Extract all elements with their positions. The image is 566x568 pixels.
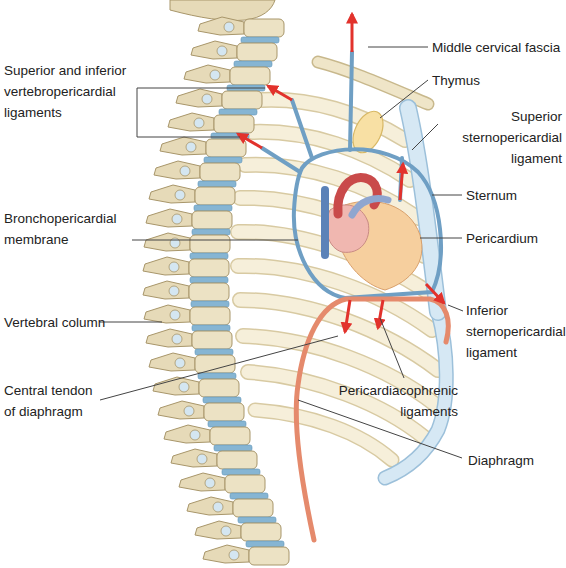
red-arrow bbox=[268, 86, 292, 100]
leader-line bbox=[100, 322, 162, 323]
sternum bbox=[408, 108, 438, 312]
disc bbox=[192, 325, 230, 331]
leader-line bbox=[100, 336, 338, 400]
red-arrow bbox=[345, 300, 350, 332]
disc bbox=[192, 229, 230, 235]
disc bbox=[208, 421, 246, 427]
vertebra bbox=[179, 473, 265, 493]
rib bbox=[255, 410, 392, 460]
vertebra bbox=[195, 521, 281, 541]
vertebral-column bbox=[143, 17, 289, 565]
clavicle bbox=[318, 62, 428, 104]
vertebra bbox=[144, 233, 230, 253]
ligament-band bbox=[350, 52, 352, 150]
vertebra bbox=[146, 329, 232, 349]
ligament-band bbox=[292, 100, 312, 158]
part-label: Pericardium bbox=[466, 228, 564, 249]
bracket bbox=[137, 88, 265, 137]
red-arrow bbox=[400, 164, 403, 200]
part-label: Pericardiacophrenic ligaments bbox=[338, 380, 458, 422]
disc bbox=[230, 493, 268, 499]
disc bbox=[246, 541, 284, 547]
part-label: Superior sternopericardial ligament bbox=[442, 106, 562, 169]
part-label: Central tendon of diaphragm bbox=[4, 380, 100, 422]
vertebra bbox=[158, 401, 244, 421]
part-label: Sternum bbox=[466, 185, 564, 206]
vertebra bbox=[187, 497, 273, 517]
red-arrow bbox=[238, 134, 262, 148]
vertebra bbox=[143, 257, 229, 277]
leader-lines bbox=[100, 47, 463, 458]
disc bbox=[238, 517, 276, 523]
part-label: Middle cervical fascia bbox=[432, 37, 566, 58]
vertebra bbox=[149, 353, 235, 373]
leader-line bbox=[380, 80, 428, 118]
disc bbox=[219, 109, 257, 115]
ligament-arrows bbox=[238, 14, 444, 332]
vertebra bbox=[143, 281, 229, 301]
diaphragm bbox=[296, 299, 448, 540]
vertebra bbox=[171, 449, 257, 469]
vertebra bbox=[164, 425, 250, 445]
leader-line bbox=[420, 238, 462, 239]
vertebra bbox=[203, 545, 289, 565]
rib bbox=[255, 410, 392, 460]
disc bbox=[234, 61, 272, 67]
vertebra bbox=[191, 41, 277, 61]
sternum bbox=[408, 108, 438, 312]
disc bbox=[198, 373, 236, 379]
leader-line bbox=[448, 305, 463, 311]
leader-line bbox=[432, 195, 462, 196]
disc bbox=[194, 205, 232, 211]
disc bbox=[241, 37, 279, 43]
part-label: Thymus bbox=[432, 70, 552, 91]
part-label: Inferior sternopericardial ligament bbox=[466, 300, 566, 363]
pulmonary-trunk bbox=[352, 199, 388, 215]
disc bbox=[198, 181, 236, 187]
disc bbox=[203, 397, 241, 403]
part-label: Vertebral column bbox=[4, 312, 124, 333]
disc bbox=[190, 253, 228, 259]
leader-line bbox=[380, 318, 404, 378]
vertebra bbox=[160, 137, 246, 157]
heart-atrium bbox=[326, 205, 368, 253]
ligament-band bbox=[400, 158, 402, 200]
vertebra bbox=[149, 185, 235, 205]
disc bbox=[204, 157, 242, 163]
pericardium-sac bbox=[294, 149, 441, 298]
vertebra bbox=[146, 209, 232, 229]
leader-line bbox=[132, 240, 298, 241]
ligament-band bbox=[262, 148, 300, 172]
vertebra bbox=[153, 377, 239, 397]
leader-line bbox=[368, 47, 428, 48]
red-arrow bbox=[351, 14, 354, 52]
heart bbox=[325, 178, 422, 290]
disc bbox=[222, 469, 260, 475]
disc bbox=[214, 445, 252, 451]
disc bbox=[195, 349, 233, 355]
leader-line bbox=[412, 124, 438, 150]
part-label: Superior and inferior vertebropericardia… bbox=[4, 60, 142, 123]
part-label: Bronchopericardial membrane bbox=[4, 208, 134, 250]
red-arrow bbox=[426, 284, 444, 303]
vertebra bbox=[198, 17, 284, 37]
clavicle bbox=[318, 62, 428, 104]
vertebra bbox=[184, 65, 270, 85]
disc bbox=[191, 301, 229, 307]
part-label: Diaphragm bbox=[468, 450, 564, 471]
vertebra bbox=[168, 113, 254, 133]
pericardium-outline bbox=[262, 52, 441, 298]
vertebra bbox=[176, 89, 262, 109]
vertebra bbox=[154, 161, 240, 181]
disc bbox=[190, 277, 228, 283]
vena-cava bbox=[321, 190, 329, 255]
